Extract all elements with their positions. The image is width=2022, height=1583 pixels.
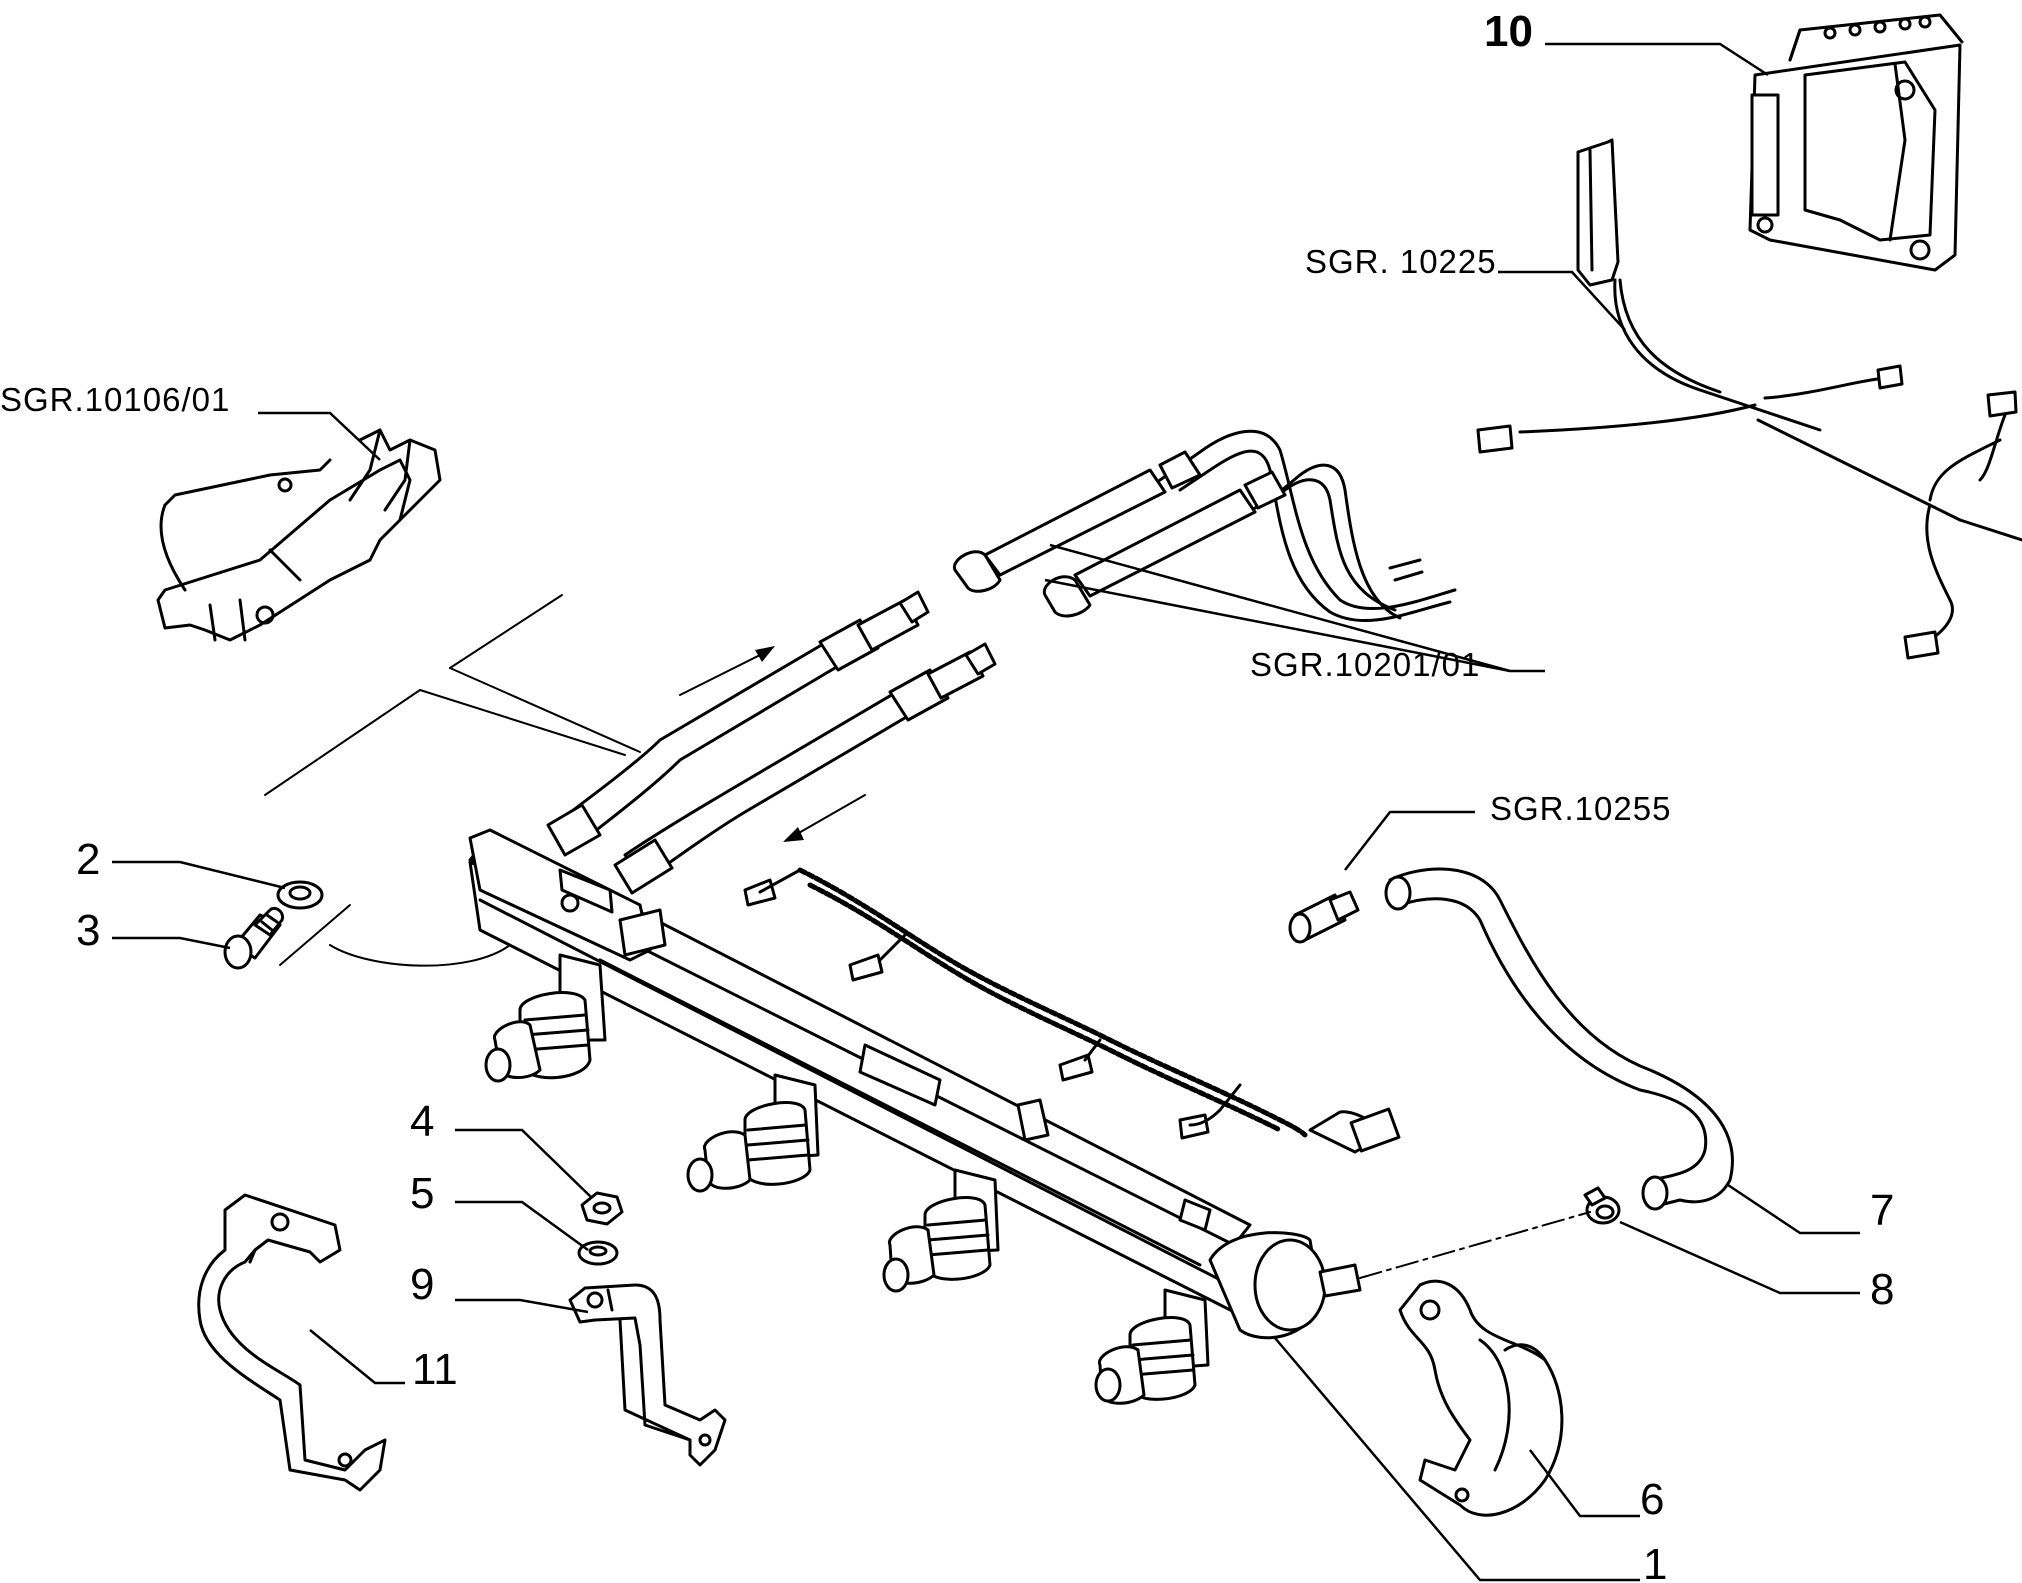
fuel-line-return[interactable] — [613, 642, 997, 895]
callout-11: 11 — [412, 1345, 458, 1394]
callout-10: 10 — [1484, 7, 1533, 56]
callout-1: 1 — [1643, 1540, 1667, 1583]
ref-10225-wiring-harness[interactable] — [1476, 138, 2022, 660]
part-10-control-unit[interactable] — [1748, 13, 1964, 272]
ref-10201-fuel-lines[interactable] — [952, 429, 1457, 623]
ref-label-10255: SGR.10255 — [1490, 790, 1671, 827]
callout-2: 2 — [76, 835, 100, 884]
callout-5: 5 — [410, 1169, 434, 1218]
callout-6: 6 — [1640, 1475, 1664, 1524]
ref-label-10201: SGR.10201/01 — [1250, 646, 1480, 683]
part-1-fuel-rail-assembly[interactable] — [468, 828, 1362, 1405]
ref-10255-sensor[interactable] — [1288, 890, 1360, 944]
injector-3[interactable] — [882, 1168, 1000, 1293]
leader-lines — [112, 42, 1860, 1582]
assembly-center-line — [1359, 1211, 1591, 1279]
injector-2[interactable] — [686, 1073, 820, 1193]
part-9-bracket[interactable] — [568, 1283, 727, 1467]
part-8-hose-clamp[interactable] — [1583, 1186, 1621, 1225]
flow-arrow-return — [783, 794, 866, 842]
callout-4: 4 — [410, 1097, 434, 1146]
flow-arrow-supply — [679, 646, 775, 696]
callout-8: 8 — [1870, 1265, 1894, 1314]
callout-3: 3 — [76, 906, 100, 955]
injector-wiring-harness[interactable] — [743, 867, 1401, 1154]
part-4-nut[interactable] — [580, 1191, 624, 1226]
callout-7: 7 — [1870, 1186, 1894, 1235]
mounting-reference-lines — [264, 594, 641, 967]
part-6-bracket[interactable] — [1398, 1279, 1564, 1517]
part-2-washer[interactable] — [276, 880, 324, 910]
injector-4[interactable] — [1094, 1288, 1210, 1405]
callout-9: 9 — [410, 1260, 434, 1309]
ref-label-10106: SGR.10106/01 — [0, 381, 230, 418]
ref-10106-bracket[interactable] — [156, 428, 442, 642]
part-3-bolt[interactable] — [223, 906, 285, 970]
fuel-line-supply[interactable] — [546, 590, 930, 857]
part-11-bracket[interactable] — [197, 1193, 387, 1492]
part-7-hose[interactable] — [1384, 867, 1734, 1211]
ref-label-10225: SGR. 10225 — [1305, 243, 1497, 280]
part-5-washer[interactable] — [577, 1240, 619, 1266]
injector-1[interactable] — [484, 953, 607, 1083]
